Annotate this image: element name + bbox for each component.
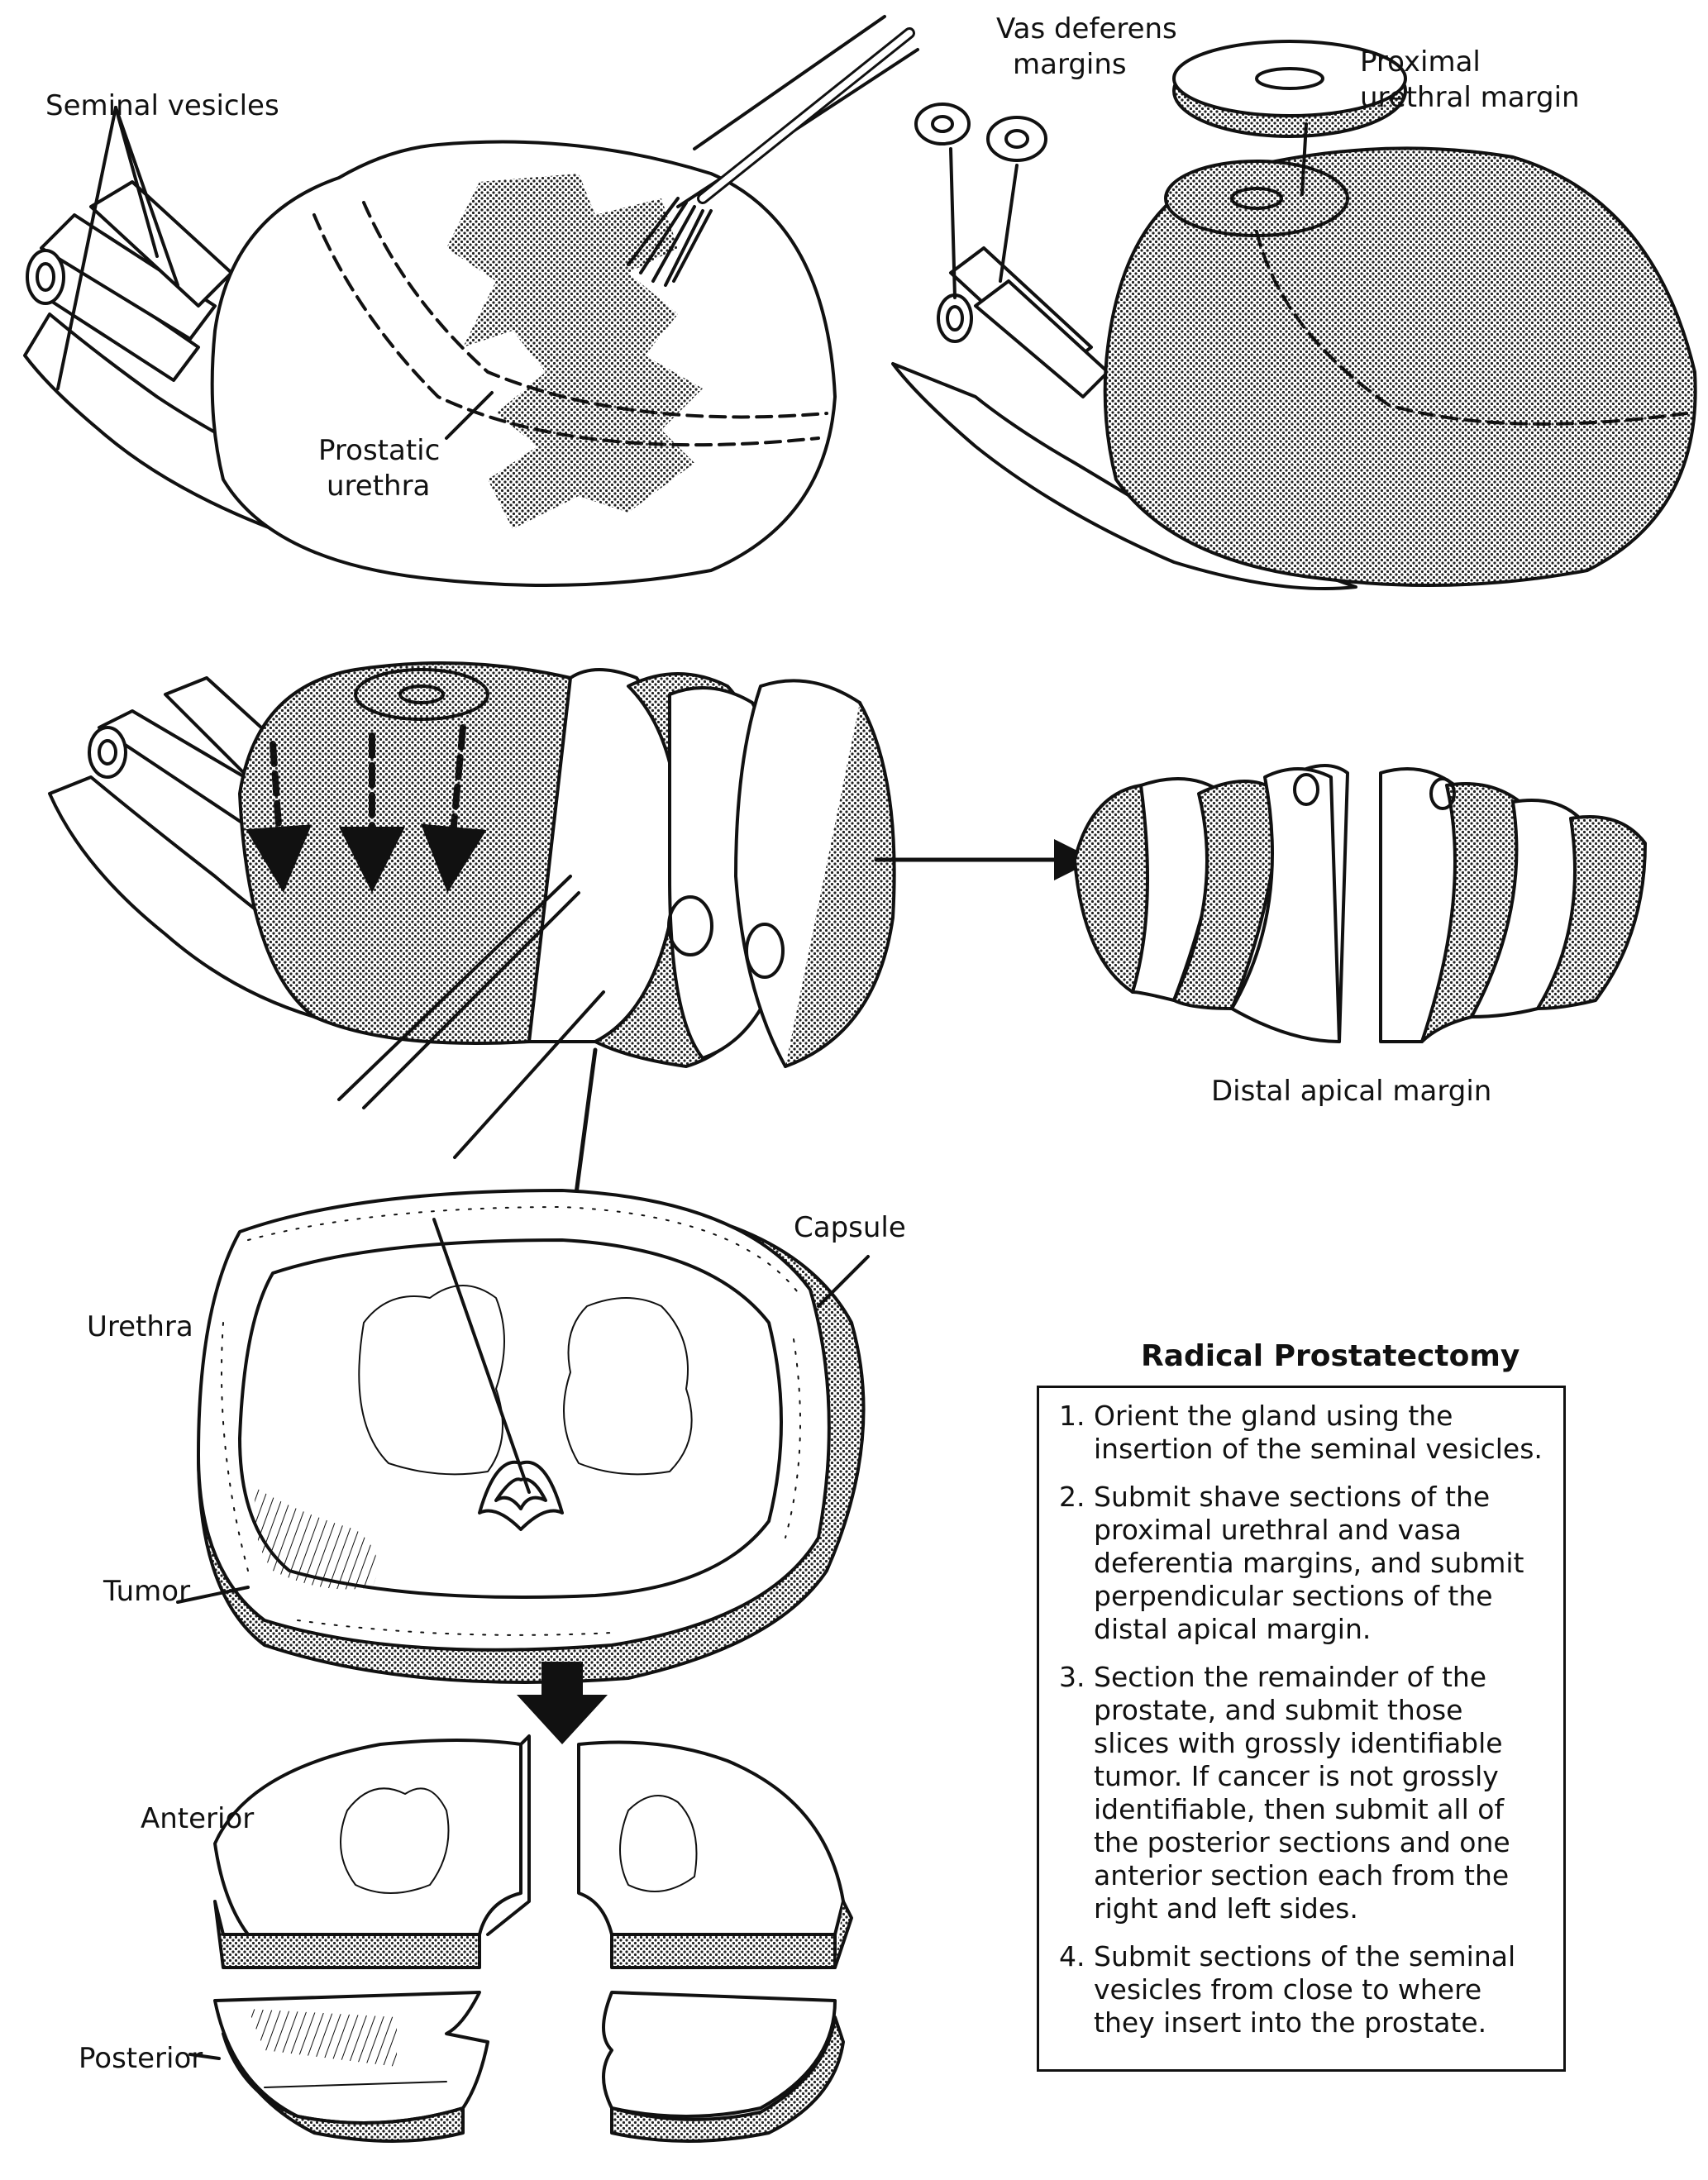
procedure-title: Radical Prostatectomy	[1141, 1339, 1520, 1373]
label-tumor: Tumor	[103, 1575, 191, 1608]
ink-patch-1	[446, 174, 703, 529]
slice-inner	[238, 1238, 783, 1599]
label-proximal-2: urethral margin	[1360, 81, 1580, 114]
vas-margin-1	[914, 103, 971, 145]
knife	[337, 875, 572, 1101]
procedure-step-1: Orient the gland using the insertion of …	[1094, 1400, 1545, 1466]
panel-sectioning	[48, 661, 1095, 1341]
cross-section	[176, 1189, 870, 1684]
label-seminal-vesicles: Seminal vesicles	[45, 89, 279, 122]
procedure-step-2: Submit shave sections of the proximal ur…	[1094, 1481, 1545, 1646]
panel-margins	[891, 40, 1697, 590]
prostate-1	[210, 140, 837, 587]
panel-inking	[23, 15, 919, 587]
label-vas-deferens-2: margins	[1013, 48, 1127, 81]
quadrant-posterior-right	[602, 1991, 837, 2118]
hand-2	[891, 362, 1357, 590]
urethra-lumen	[478, 1460, 564, 1531]
procedure-step-4: Submit sections of the seminal vesicles …	[1094, 1940, 1545, 2039]
vas-margin-2	[986, 116, 1047, 162]
label-posterior: Posterior	[79, 2042, 203, 2075]
procedure-step-3: Section the remainder of the prostate, a…	[1094, 1661, 1545, 1925]
label-anterior: Anterior	[141, 1802, 255, 1835]
tumor-hatch	[254, 1488, 378, 1590]
down-arrow	[517, 1662, 608, 1744]
quadrant-anterior-right	[577, 1740, 845, 1936]
procedure-box: Orient the gland using the insertion of …	[1037, 1386, 1566, 2072]
urethral-stump	[1164, 160, 1349, 237]
brush-bristles	[627, 197, 713, 287]
label-prostatic-urethra-2: urethra	[327, 470, 431, 503]
quadrant-anterior-left	[213, 1739, 522, 1936]
label-prostatic-urethra-1: Prostatic	[318, 434, 441, 467]
apical-wedges	[1073, 764, 1647, 1043]
label-distal-apical-margin: Distal apical margin	[1211, 1075, 1492, 1108]
label-vas-deferens-1: Vas deferens	[996, 12, 1177, 45]
label-proximal-1: Proximal	[1360, 45, 1481, 79]
label-urethra: Urethra	[87, 1310, 193, 1343]
quadrants	[188, 1734, 853, 2143]
label-capsule: Capsule	[794, 1211, 906, 1244]
